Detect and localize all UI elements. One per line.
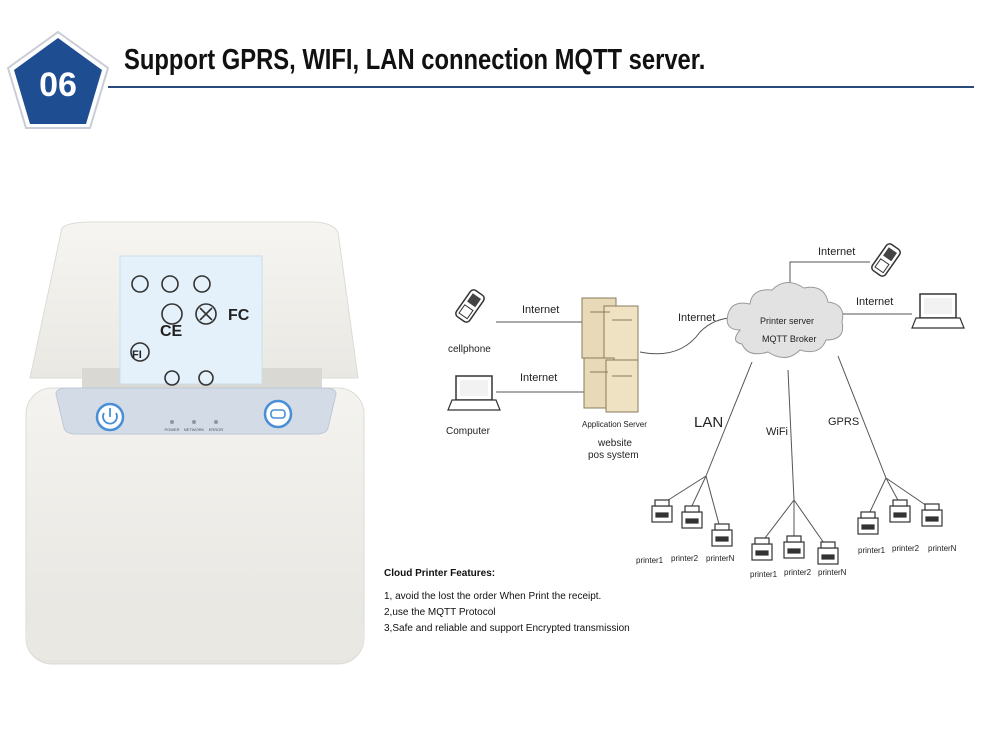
features-heading: Cloud Printer Features:	[384, 568, 496, 579]
internet-label-computer: Internet	[520, 372, 558, 384]
lan-printer-icon-3	[711, 523, 733, 547]
app-server-sub1: website	[598, 438, 632, 449]
gprs-printer-icon-1	[857, 511, 879, 535]
wifi-printer-label-1: printer1	[750, 570, 778, 579]
label-fi-mark: FI	[132, 349, 142, 361]
title-divider	[108, 86, 974, 88]
label-fc-mark: FC	[228, 307, 250, 324]
internet-label-cellphone: Internet	[522, 304, 560, 316]
feed-button[interactable]	[263, 399, 293, 429]
wifi-printer-label-3: printerN	[818, 568, 847, 577]
gprs-printer-icon-2	[889, 499, 911, 523]
wifi-printer-icon-3	[817, 541, 839, 565]
lan-printer-icon-2	[681, 505, 703, 529]
label-ce-mark: CE	[160, 323, 183, 340]
features-list: Cloud Printer Features: 1, avoid the los…	[384, 568, 630, 639]
lan-label: LAN	[694, 414, 724, 431]
number-badge: 06	[6, 30, 110, 129]
internet-label-right: Internet	[856, 296, 894, 308]
internet-label-top: Internet	[818, 246, 856, 258]
feature-item-3: 3,Safe and reliable and support Encrypte…	[384, 623, 630, 634]
gprs-label: GPRS	[828, 416, 860, 428]
computer-icon-right	[911, 293, 965, 329]
wifi-printer-icon-2	[783, 535, 805, 559]
lan-printer-icon-1	[651, 499, 673, 523]
feature-item-2: 2,use the MQTT Protocol	[384, 607, 496, 618]
indicator-error: ERROR	[209, 427, 224, 432]
gprs-printer-label-1: printer1	[858, 546, 886, 555]
feature-item-1: 1, avoid the lost the order When Print t…	[384, 591, 602, 602]
internet-label-server: Internet	[678, 312, 716, 324]
computer-icon	[447, 375, 501, 411]
wifi-label: WiFi	[766, 426, 788, 438]
cloud-label-printer-server: Printer server	[760, 316, 815, 326]
app-server-label: Application Server	[582, 420, 647, 429]
indicator-power: POWER	[164, 427, 179, 432]
cellphone-icon	[455, 289, 485, 323]
gprs-printer-icon-3	[921, 503, 943, 527]
lan-printer-label-1: printer1	[636, 556, 664, 565]
cellphone-label: cellphone	[448, 344, 491, 355]
page-title: Support GPRS, WIFI, LAN connection MQTT …	[124, 44, 706, 76]
lan-printer-label-2: printer2	[671, 554, 699, 563]
wifi-printer-label-2: printer2	[784, 568, 812, 577]
cellphone-icon-top	[871, 243, 901, 277]
lan-printer-label-3: printerN	[706, 554, 735, 563]
gprs-printer-label-3: printerN	[928, 544, 957, 553]
badge-number: 06	[39, 66, 77, 104]
gprs-printer-label-2: printer2	[892, 544, 920, 553]
app-server-sub2: pos system	[588, 450, 639, 461]
computer-label: Computer	[446, 426, 490, 437]
wifi-printer-icon-1	[751, 537, 773, 561]
indicator-network: NETWORK	[184, 427, 205, 432]
printer-image: CE FC FI POWER NETWORK ERROR	[25, 221, 365, 665]
cloud-label-mqtt-broker: MQTT Broker	[762, 334, 817, 344]
application-server-icon	[581, 297, 639, 413]
